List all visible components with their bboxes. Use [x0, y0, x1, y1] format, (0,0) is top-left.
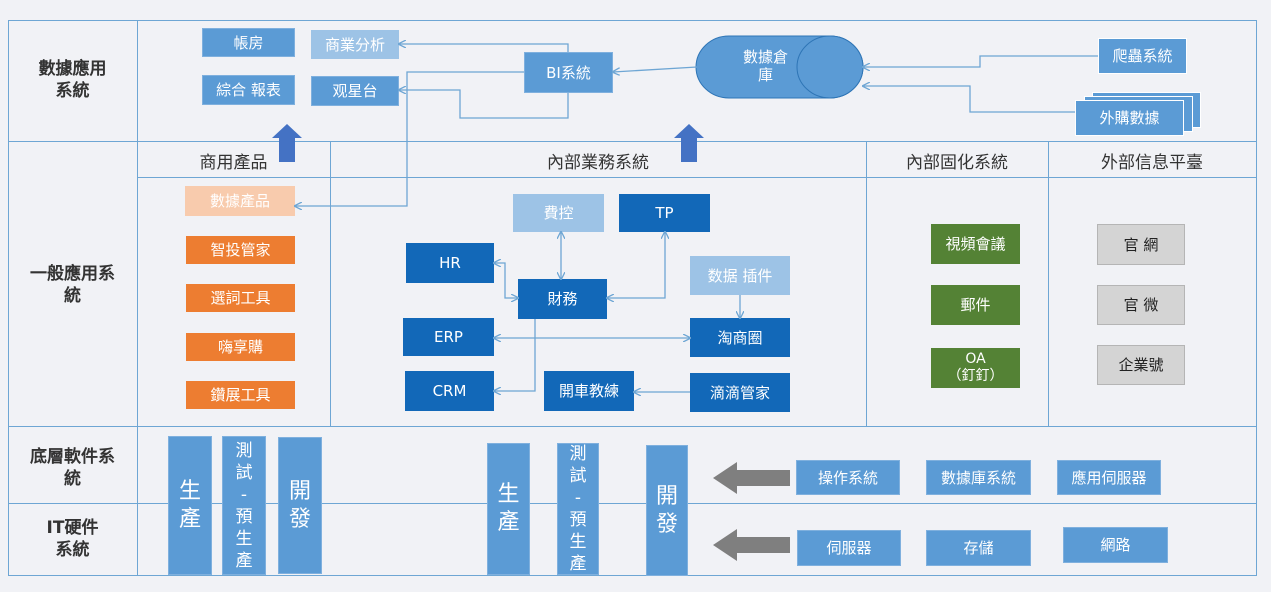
purchased-data-box: 外購數據	[1075, 100, 1184, 136]
product-data: 數據產品	[185, 186, 295, 216]
data-plugin-box: 数据 插件	[690, 256, 790, 295]
column-header-external-info: 外部信息平臺	[1101, 153, 1203, 173]
grid-line-header	[137, 177, 1257, 178]
data-warehouse-label: 數據倉 庫	[742, 48, 788, 84]
product-keyword-tool: 選詞工具	[186, 284, 295, 312]
official-wechat-box: 官 微	[1097, 285, 1185, 325]
os-box: 操作系統	[796, 460, 900, 495]
env-dev-left: 開 發	[278, 437, 322, 574]
network-box: 網路	[1063, 527, 1168, 563]
hr-box: HR	[406, 243, 494, 283]
env-prod-left: 生 產	[168, 436, 212, 575]
zhangfang-box: 帳房	[202, 28, 295, 57]
app-server-box: 應用伺服器	[1057, 460, 1161, 495]
grid-col-2	[866, 141, 867, 427]
left-arrow-icon	[713, 529, 790, 561]
official-website-box: 官 網	[1097, 224, 1185, 265]
grid-line-3	[8, 503, 1257, 504]
grid-right	[1256, 20, 1257, 576]
grid-col-1	[330, 141, 331, 427]
row-label-it-hardware: IT硬件 系統	[46, 518, 99, 560]
reports-box: 綜合 報表	[202, 75, 295, 105]
column-header-internal-business: 內部業務系統	[547, 153, 649, 173]
grid-left	[8, 20, 9, 576]
fee-control-box: 費控	[513, 194, 604, 232]
grid-line-1	[8, 141, 1257, 142]
bi-system-box: BI系統	[524, 52, 613, 93]
grid-top	[8, 20, 1257, 21]
crawler-system-box: 爬蟲系統	[1098, 38, 1187, 74]
finance-box: 財務	[518, 279, 607, 319]
driving-coach-box: 開車教練	[544, 371, 634, 411]
taobao-circle-box: 淘商圈	[690, 318, 790, 357]
tp-box: TP	[619, 194, 710, 232]
row-label-base-software: 底層軟件系 統	[30, 447, 115, 489]
row-label-data-app: 數據應用 系統	[38, 59, 107, 101]
product-haixianggou: 嗨享購	[186, 333, 295, 361]
observatory-box: 观星台	[311, 76, 399, 106]
server-box: 伺服器	[797, 530, 901, 566]
left-arrow-icon	[713, 462, 790, 494]
column-header-internal-fixed: 內部固化系統	[906, 153, 1008, 173]
storage-box: 存儲	[926, 530, 1031, 566]
column-header-commercial: 商用產品	[199, 153, 268, 173]
grid-col-3	[1048, 141, 1049, 427]
env-test-left: 測 試 - 預 生 產	[222, 436, 266, 575]
product-smart-invest: 智投管家	[186, 236, 295, 264]
env-dev-mid: 開 發	[646, 445, 688, 576]
grid-line-2	[8, 426, 1257, 427]
row-label-general-app: 一般應用系 統	[30, 264, 115, 306]
grid-label-divider	[137, 20, 138, 576]
erp-box: ERP	[403, 318, 494, 356]
enterprise-account-box: 企業號	[1097, 345, 1185, 385]
oa-dingtalk-box: OA （釘釘）	[931, 348, 1020, 388]
video-conference-box: 視頻會議	[931, 224, 1020, 264]
database-system-box: 數據庫系統	[926, 460, 1031, 495]
crm-box: CRM	[405, 371, 494, 411]
email-box: 郵件	[931, 285, 1020, 325]
env-test-mid: 測 試 - 預 生 產	[557, 443, 599, 575]
product-diamond-tool: 鑽展工具	[186, 381, 295, 409]
didi-manager-box: 滴滴管家	[690, 373, 790, 412]
env-prod-mid: 生 產	[487, 443, 530, 575]
grid-bottom	[8, 575, 1257, 576]
business-analysis-box: 商業分析	[311, 30, 399, 59]
